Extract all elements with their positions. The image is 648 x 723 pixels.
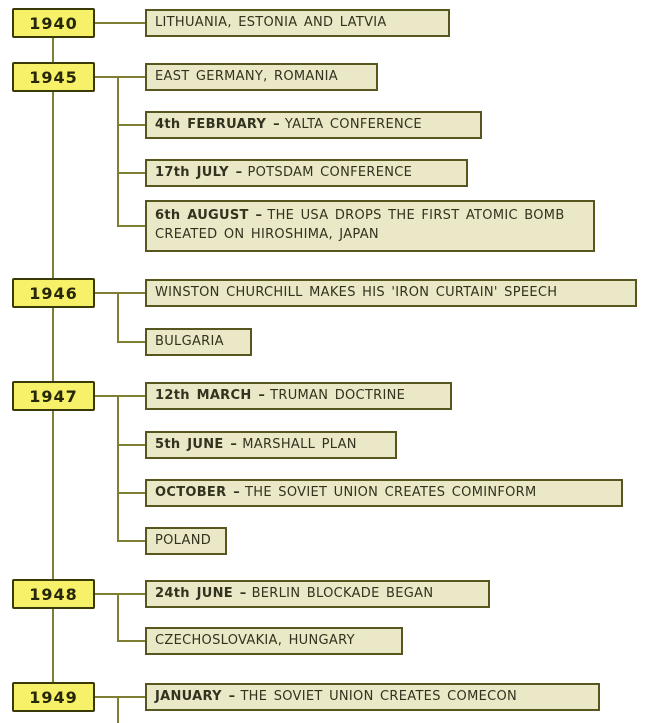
event-date-prefix: 17th JULY – [155, 164, 243, 180]
event-text: POTSDAM CONFERENCE [247, 164, 413, 180]
connector-stub [117, 444, 145, 446]
year-box-1945: 1945 [12, 62, 95, 92]
event-text: THE USA DROPS THE FIRST ATOMIC BOMB CREA… [155, 208, 565, 242]
event-date-prefix: 4th FEBRUARY – [155, 116, 280, 132]
event-box: 6th AUGUST –THE USA DROPS THE FIRST ATOM… [145, 200, 595, 252]
year-label: 1947 [29, 386, 78, 406]
event-text: CZECHOSLOVAKIA, HUNGARY [155, 632, 355, 648]
timeline-spine-segment [52, 92, 54, 278]
year-label: 1946 [29, 283, 78, 303]
connector-stub [117, 341, 145, 343]
year-box-1946: 1946 [12, 278, 95, 308]
branch-line [117, 76, 119, 227]
event-text: MARSHALL PLAN [242, 436, 357, 452]
event-text: BULGARIA [155, 333, 224, 349]
event-box: OCTOBER –THE SOVIET UNION CREATES COMINF… [145, 479, 623, 507]
event-box: LITHUANIA, ESTONIA AND LATVIA [145, 9, 450, 37]
event-text: THE SOVIET UNION CREATES COMINFORM [245, 484, 537, 500]
year-box-1949: 1949 [12, 682, 95, 712]
timeline-spine-segment [52, 308, 54, 381]
year-label: 1945 [29, 67, 78, 87]
connector-stub [117, 124, 145, 126]
event-text-block: 6th AUGUST –THE USA DROPS THE FIRST ATOM… [155, 207, 587, 245]
event-box: BULGARIA [145, 328, 252, 356]
branch-line [117, 395, 119, 542]
connector-stub [117, 640, 145, 642]
branch-line [117, 593, 119, 642]
event-box: JANUARY –THE SOVIET UNION CREATES COMECO… [145, 683, 600, 711]
event-text: TRUMAN DOCTRINE [270, 387, 406, 403]
event-text: WINSTON CHURCHILL MAKES HIS 'IRON CURTAI… [155, 284, 558, 300]
event-box: 4th FEBRUARY –YALTA CONFERENCE [145, 111, 482, 139]
connector-stub [117, 172, 145, 174]
event-date-prefix: 12th MARCH – [155, 387, 266, 403]
event-box: WINSTON CHURCHILL MAKES HIS 'IRON CURTAI… [145, 279, 637, 307]
event-date-prefix: OCTOBER – [155, 484, 241, 500]
year-box-1947: 1947 [12, 381, 95, 411]
event-text: THE SOVIET UNION CREATES COMECON [240, 688, 518, 704]
year-label: 1949 [29, 687, 78, 707]
event-date-prefix: 5th JUNE – [155, 436, 238, 452]
event-text: YALTA CONFERENCE [284, 116, 422, 132]
year-label: 1940 [29, 13, 78, 33]
event-date-prefix: 6th AUGUST – [155, 208, 263, 224]
connector-stub [117, 225, 145, 227]
year-label: 1948 [29, 584, 78, 604]
event-text: POLAND [155, 532, 212, 548]
event-text: EAST GERMANY, ROMANIA [155, 68, 338, 84]
event-box: CZECHOSLOVAKIA, HUNGARY [145, 627, 403, 655]
connector-line [95, 593, 145, 595]
timeline-spine-segment [52, 38, 54, 62]
event-text: LITHUANIA, ESTONIA AND LATVIA [155, 14, 387, 30]
connector-stub [117, 492, 145, 494]
timeline-spine-segment [52, 411, 54, 579]
timeline-spine-segment [52, 609, 54, 682]
year-box-1948: 1948 [12, 579, 95, 609]
event-box: 12th MARCH –TRUMAN DOCTRINE [145, 382, 452, 410]
event-box: POLAND [145, 527, 227, 555]
connector-line [95, 696, 145, 698]
connector-stub [117, 540, 145, 542]
branch-line [117, 696, 119, 723]
connector-line [95, 292, 145, 294]
event-date-prefix: JANUARY – [155, 688, 236, 704]
connector-line [95, 395, 145, 397]
event-box: EAST GERMANY, ROMANIA [145, 63, 378, 91]
event-box: 5th JUNE –MARSHALL PLAN [145, 431, 397, 459]
year-box-1940: 1940 [12, 8, 95, 38]
event-box: 24th JUNE –BERLIN BLOCKADE BEGAN [145, 580, 490, 608]
connector-line [95, 22, 145, 24]
event-date-prefix: 24th JUNE – [155, 585, 247, 601]
branch-line [117, 292, 119, 343]
connector-line [95, 76, 145, 78]
event-box: 17th JULY –POTSDAM CONFERENCE [145, 159, 468, 187]
event-text: BERLIN BLOCKADE BEGAN [251, 585, 434, 601]
